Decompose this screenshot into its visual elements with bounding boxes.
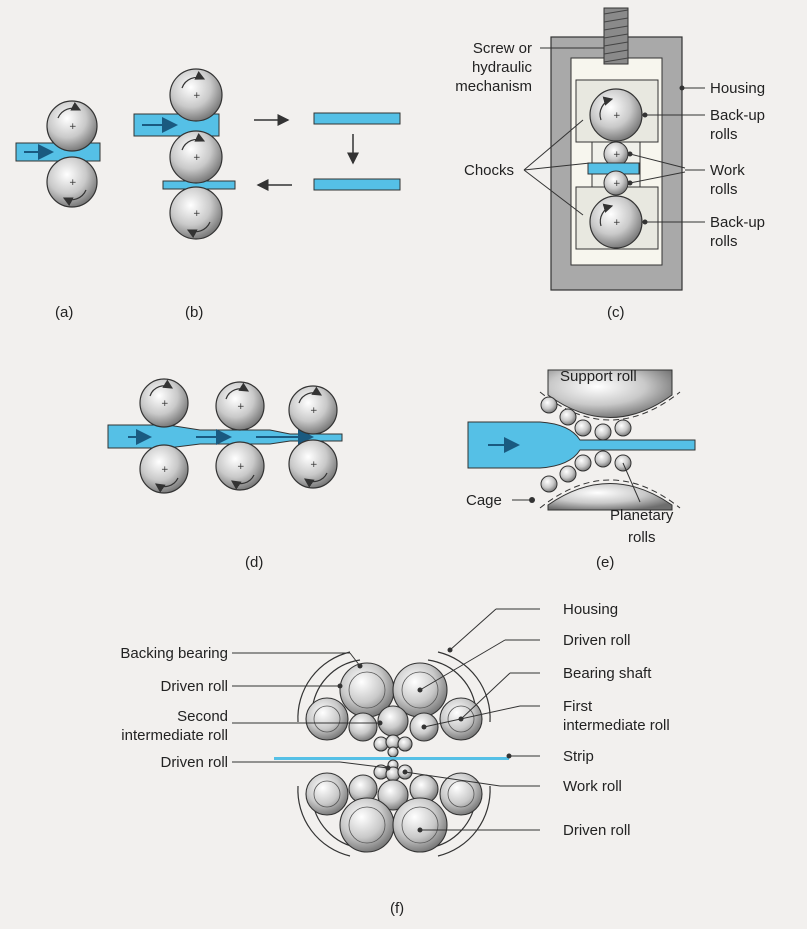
roll-center-mark: + bbox=[69, 178, 77, 188]
label-screw-3: mechanism bbox=[455, 78, 532, 95]
transfer-strip-top bbox=[313, 112, 401, 125]
label-chocks: Chocks bbox=[464, 162, 514, 179]
panel-f: Housing Driven roll Bearing shaft First … bbox=[120, 601, 669, 917]
caption-c: (c) bbox=[607, 304, 625, 321]
roll-a-bottom bbox=[46, 156, 98, 208]
panel-c: + + + + Screw or hydraulic mechanism Hou… bbox=[455, 7, 765, 321]
label-backup-top: Back-up bbox=[710, 107, 765, 124]
label-backup-bottom-2: rolls bbox=[710, 233, 738, 250]
svg-text:+: + bbox=[310, 460, 318, 470]
label-strip: Strip bbox=[563, 748, 594, 765]
caption-d: (d) bbox=[245, 554, 263, 571]
panel-e: Support roll Cage Planetary rolls (e) bbox=[466, 368, 696, 571]
label-work-roll: Work roll bbox=[563, 778, 622, 795]
label-driven-roll-br: Driven roll bbox=[563, 822, 631, 839]
label-driven-roll-l1: Driven roll bbox=[160, 678, 228, 695]
label-bearing-shaft: Bearing shaft bbox=[563, 665, 652, 682]
roll-a-top bbox=[46, 100, 98, 152]
label-first-intermediate-2: intermediate roll bbox=[563, 717, 670, 734]
label-screw-2: hydraulic bbox=[472, 59, 533, 76]
svg-text:+: + bbox=[237, 402, 245, 412]
label-second-intermediate-2: intermediate roll bbox=[121, 727, 228, 744]
svg-text:+: + bbox=[193, 209, 201, 219]
svg-text:+: + bbox=[613, 179, 621, 189]
label-housing-c: Housing bbox=[710, 80, 765, 97]
svg-text:+: + bbox=[613, 150, 621, 160]
svg-text:+: + bbox=[193, 153, 201, 163]
label-planetary: Planetary bbox=[610, 507, 674, 524]
label-support-roll: Support roll bbox=[560, 368, 637, 385]
panel-b: + + + (b) bbox=[133, 68, 401, 321]
label-work-rolls: Work bbox=[710, 162, 745, 179]
label-backup-top-2: rolls bbox=[710, 126, 738, 143]
support-roll-top bbox=[547, 369, 673, 418]
label-first-intermediate: First bbox=[563, 698, 593, 715]
label-housing-f: Housing bbox=[563, 601, 618, 618]
svg-text:+: + bbox=[193, 91, 201, 101]
svg-text:+: + bbox=[161, 465, 169, 475]
label-backup-bottom: Back-up bbox=[710, 214, 765, 231]
strip-f bbox=[274, 757, 509, 760]
label-cage: Cage bbox=[466, 492, 502, 509]
strip-e bbox=[467, 421, 696, 469]
label-driven-roll-tr: Driven roll bbox=[563, 632, 631, 649]
label-backing-bearing: Backing bearing bbox=[120, 645, 228, 662]
caption-b: (b) bbox=[185, 304, 203, 321]
roll-center-mark: + bbox=[69, 122, 77, 132]
svg-text:+: + bbox=[310, 406, 318, 416]
svg-text:+: + bbox=[613, 218, 621, 228]
svg-text:+: + bbox=[161, 399, 169, 409]
caption-f: (f) bbox=[390, 900, 404, 917]
caption-a: (a) bbox=[55, 304, 73, 321]
support-roll-bottom bbox=[547, 483, 673, 511]
caption-e: (e) bbox=[596, 554, 614, 571]
panel-a: + + (a) bbox=[15, 100, 101, 321]
label-driven-roll-l2: Driven roll bbox=[160, 754, 228, 771]
label-work-rolls-2: rolls bbox=[710, 181, 738, 198]
svg-text:+: + bbox=[237, 462, 245, 472]
svg-text:+: + bbox=[613, 111, 621, 121]
panel-d: + + + + + + (d) bbox=[107, 378, 343, 571]
label-planetary-2: rolls bbox=[628, 529, 656, 546]
label-screw: Screw or bbox=[473, 40, 532, 57]
label-second-intermediate: Second bbox=[177, 708, 228, 725]
transfer-strip-bottom bbox=[313, 178, 401, 191]
